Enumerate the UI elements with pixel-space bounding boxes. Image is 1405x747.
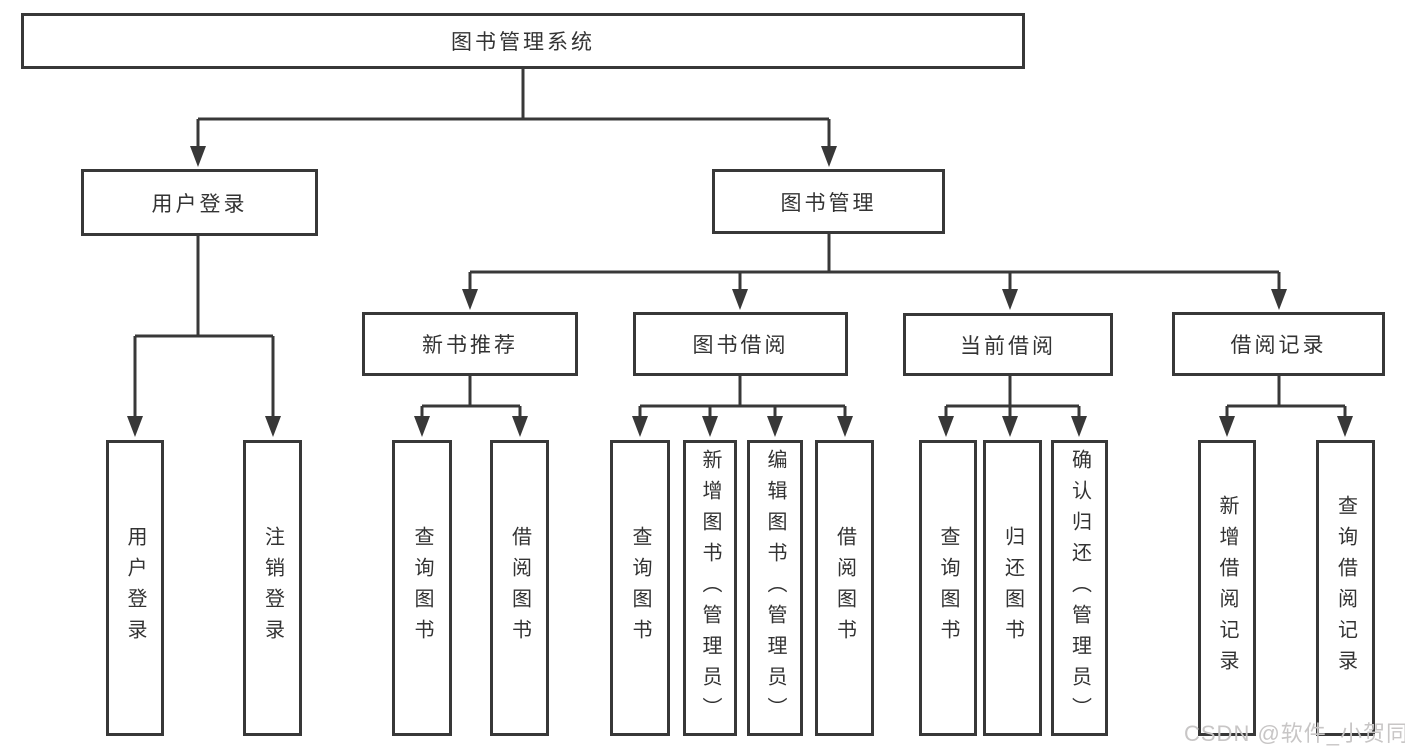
leaf-confirm-return-admin-label: 确认归还（管理员）: [1068, 448, 1091, 728]
arrowheads-level3: [462, 289, 1287, 310]
node-book-management: 图书管理: [712, 169, 945, 234]
leaf-edit-books-admin-label: 编辑图书（管理员）: [764, 448, 786, 728]
leaf-query-books-borrow-label: 查询图书: [629, 526, 651, 650]
arrowheads-user-login-leaves: [127, 416, 281, 437]
node-borrow-records: 借阅记录: [1172, 312, 1385, 376]
leaf-query-books-recommend: 查询图书: [392, 440, 452, 736]
leaf-query-books-recommend-label: 查询图书: [411, 526, 433, 650]
leaf-add-books-admin: 新增图书（管理员）: [683, 440, 737, 736]
node-current-borrow: 当前借阅: [903, 313, 1113, 376]
leaf-borrow-books-label: 借阅图书: [833, 526, 856, 650]
node-book-borrow: 图书借阅: [633, 312, 848, 376]
arrowheads-level2: [190, 146, 837, 167]
leaf-borrow-books: 借阅图书: [815, 440, 874, 736]
leaf-add-borrow-record: 新增借阅记录: [1198, 440, 1256, 736]
csdn-watermark: CSDN @软件_小贺同学: [1184, 721, 1405, 746]
node-new-book-recommend: 新书推荐: [362, 312, 578, 376]
leaf-borrow-books-recommend-label: 借阅图书: [508, 526, 531, 650]
connector-user-login-branch: [133, 235, 275, 419]
arrowheads-new-book-leaves: [414, 416, 528, 437]
leaf-add-books-admin-label: 新增图书（管理员）: [699, 448, 721, 728]
connector-book-management-branch: [468, 233, 1281, 293]
node-user-login: 用户登录: [81, 169, 318, 236]
leaf-logout-label: 注销登录: [261, 526, 284, 650]
node-root-library-system: 图书管理系统: [21, 13, 1025, 69]
leaf-confirm-return-admin: 确认归还（管理员）: [1051, 440, 1108, 736]
leaf-borrow-books-recommend: 借阅图书: [490, 440, 549, 736]
connector-book-borrow-branch: [638, 376, 847, 419]
leaf-edit-books-admin: 编辑图书（管理员）: [747, 440, 803, 736]
leaf-logout: 注销登录: [243, 440, 302, 736]
leaf-user-login-label: 用户登录: [124, 526, 146, 650]
arrowheads-borrow-record-leaves: [1219, 416, 1353, 437]
leaf-query-borrow-record-label: 查询借阅记录: [1334, 495, 1357, 681]
leaf-user-login: 用户登录: [106, 440, 164, 736]
leaf-return-books: 归还图书: [983, 440, 1042, 736]
leaf-query-books-borrow: 查询图书: [610, 440, 670, 736]
connector-current-borrow-branch: [944, 376, 1081, 419]
leaf-return-books-label: 归还图书: [1001, 526, 1024, 650]
connector-borrow-record-branch: [1225, 376, 1347, 419]
connector-root-to-level2: [196, 68, 831, 150]
arrowheads-book-borrow-leaves: [632, 416, 853, 437]
arrowheads-current-borrow-leaves: [938, 416, 1087, 437]
leaf-query-books-current-label: 查询图书: [937, 526, 959, 650]
leaf-query-borrow-record: 查询借阅记录: [1316, 440, 1375, 736]
connector-new-book-branch: [420, 376, 522, 419]
leaf-add-borrow-record-label: 新增借阅记录: [1216, 495, 1238, 681]
leaf-query-books-current: 查询图书: [919, 440, 977, 736]
